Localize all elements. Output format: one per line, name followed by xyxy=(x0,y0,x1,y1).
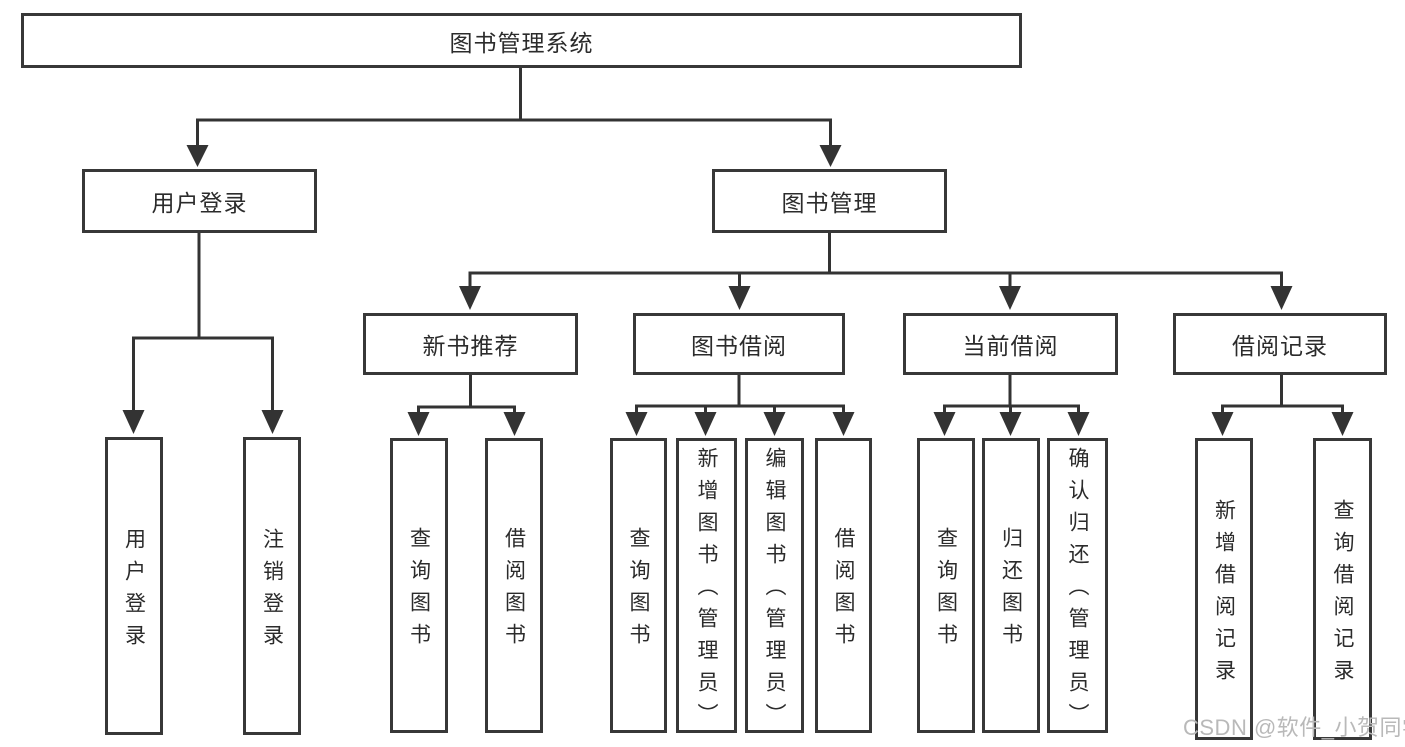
leaf-borrow-books-1: 借阅图书 xyxy=(485,438,543,733)
leaf-edit-book-admin-label: 编辑图书（管理员） xyxy=(763,447,786,735)
node-root-system: 图书管理系统 xyxy=(21,13,1022,68)
node-root-system-label: 图书管理系统 xyxy=(449,29,594,56)
node-current-borrow-label: 当前借阅 xyxy=(962,333,1059,359)
node-book-borrow-label: 图书借阅 xyxy=(691,333,787,359)
leaf-query-books-1-label: 查询图书 xyxy=(407,527,431,655)
node-user-login: 用户登录 xyxy=(82,169,317,233)
leaf-add-book-admin-label: 新增图书（管理员） xyxy=(695,447,718,735)
leaf-borrow-books-1-label: 借阅图书 xyxy=(502,527,526,655)
node-borrow-record: 借阅记录 xyxy=(1173,313,1387,375)
leaf-query-books-2: 查询图书 xyxy=(610,438,667,733)
leaf-confirm-return-admin-label: 确认归还（管理员） xyxy=(1066,447,1089,735)
node-user-login-label: 用户登录 xyxy=(151,190,248,216)
leaf-confirm-return-admin: 确认归还（管理员） xyxy=(1047,438,1108,735)
leaf-logout: 注销登录 xyxy=(243,437,301,735)
leaf-query-books-1: 查询图书 xyxy=(390,438,448,733)
leaf-return-books-label: 归还图书 xyxy=(999,527,1023,655)
node-new-book-recommend: 新书推荐 xyxy=(363,313,578,375)
leaf-add-borrow-record: 新增借阅记录 xyxy=(1195,438,1253,740)
csdn-watermark: CSDN @软件_小贺同学 xyxy=(1183,715,1405,740)
leaf-add-book-admin: 新增图书（管理员） xyxy=(676,438,737,735)
leaf-borrow-books-2: 借阅图书 xyxy=(815,438,872,733)
leaf-edit-book-admin: 编辑图书（管理员） xyxy=(745,438,804,735)
leaf-logout-label: 注销登录 xyxy=(260,527,284,656)
leaf-query-borrow-record-label: 查询借阅记录 xyxy=(1331,498,1354,691)
node-book-management: 图书管理 xyxy=(712,169,947,233)
leaf-query-books-2-label: 查询图书 xyxy=(627,527,650,655)
leaf-borrow-books-2-label: 借阅图书 xyxy=(832,527,855,655)
leaf-add-borrow-record-label: 新增借阅记录 xyxy=(1212,498,1236,691)
leaf-query-borrow-record: 查询借阅记录 xyxy=(1313,438,1372,740)
leaf-return-books: 归还图书 xyxy=(982,438,1040,733)
node-book-borrow: 图书借阅 xyxy=(633,313,845,375)
leaf-query-books-3-label: 查询图书 xyxy=(934,527,958,655)
leaf-query-books-3: 查询图书 xyxy=(917,438,975,733)
node-current-borrow: 当前借阅 xyxy=(903,313,1118,375)
leaf-user-login: 用户登录 xyxy=(105,437,163,735)
node-book-management-label: 图书管理 xyxy=(781,190,878,216)
node-borrow-record-label: 借阅记录 xyxy=(1232,333,1328,359)
leaf-user-login-label: 用户登录 xyxy=(122,527,146,656)
node-new-book-recommend-label: 新书推荐 xyxy=(422,333,519,359)
